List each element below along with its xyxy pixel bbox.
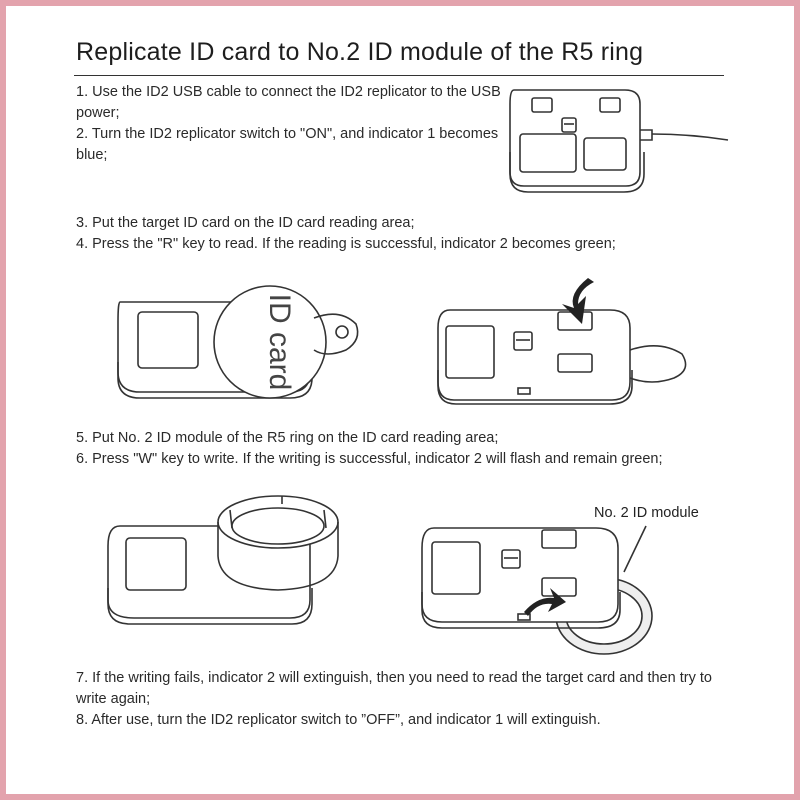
module-callout: No. 2 ID module [594, 505, 699, 521]
arrow-icon [562, 278, 594, 324]
keyfob-label: ID card [263, 294, 296, 391]
step-7: 7. If the writing fails, indicator 2 wil… [76, 670, 712, 707]
replicator-read-illustration [437, 278, 687, 405]
step-5: 5. Put No. 2 ID module of the R5 ring on… [76, 430, 499, 446]
id-card-keyfob-illustration: ID card [117, 285, 359, 399]
keyfob-label-card: ID card [263, 294, 296, 391]
module-write-illustration [421, 525, 653, 655]
instruction-sheet [12, 12, 788, 788]
page-title: Replicate ID card to No.2 ID module of t… [76, 38, 644, 66]
ring-on-replicator-illustration [107, 495, 339, 625]
title-divider [74, 75, 724, 76]
replicator-usb-illustration [509, 89, 729, 193]
step-6: 6. Press "W" key to write. If the writin… [76, 451, 663, 467]
step-1: 1. Use the ID2 USB cable to connect the … [76, 84, 501, 121]
step-8: 8. After use, turn the ID2 replicator sw… [76, 712, 601, 728]
step-3: 3. Put the target ID card on the ID card… [76, 215, 415, 231]
arrow-icon [524, 588, 566, 616]
step-2: 2. Turn the ID2 replicator switch to "ON… [76, 126, 499, 163]
step-4: 4. Press the "R" key to read. If the rea… [76, 236, 616, 252]
